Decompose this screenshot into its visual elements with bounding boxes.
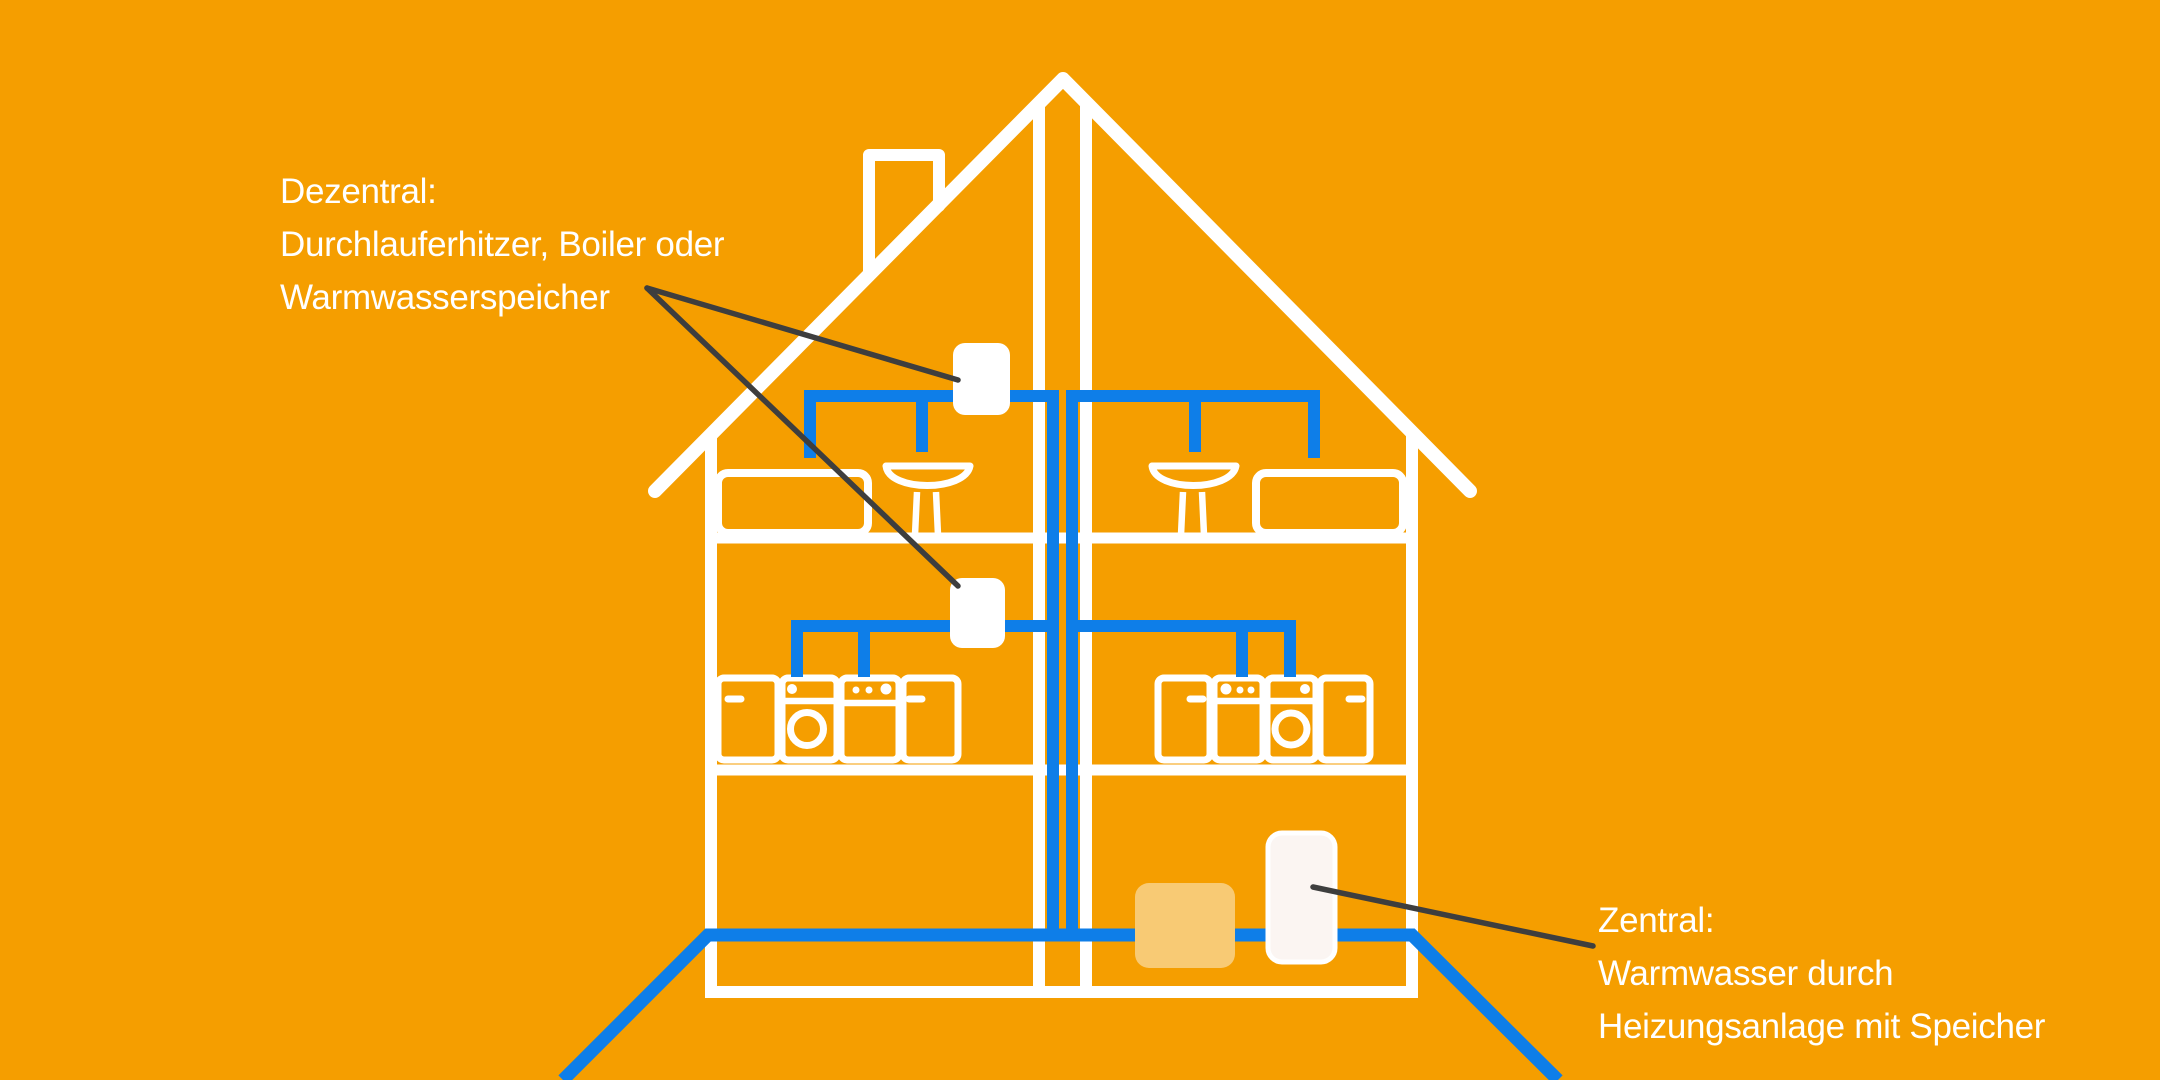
- dezentral-title: Dezentral:: [280, 172, 437, 211]
- pointer-to-middle-heater: [644, 285, 961, 589]
- refrigerator-icon: [714, 674, 782, 764]
- dezentral-label: Dezentral: Durchlauferhitzer, Boiler ode…: [280, 165, 725, 324]
- water-heater-upper-icon: [953, 343, 1010, 415]
- dryer-dot: [852, 686, 860, 694]
- washing-machine-knob: [787, 684, 797, 694]
- pointer-to-upper-heater: [644, 285, 961, 383]
- dryer-dot: [1247, 686, 1255, 694]
- refrigerator-icon: [1154, 674, 1214, 764]
- washing-machine-knob: [1300, 684, 1310, 694]
- dryer-knob: [1220, 683, 1232, 695]
- pedestal-sink-stand-icon: [911, 491, 942, 536]
- washing-machine-icon: [1263, 674, 1320, 764]
- dryer-dot: [1236, 686, 1244, 694]
- water-pipes: [558, 390, 1563, 1080]
- pipe-upper-left-and-riser: [804, 390, 1059, 938]
- pedestal-sink-basin-icon: [882, 462, 974, 489]
- washing-machine-door: [1271, 709, 1311, 749]
- chimney-icon: [863, 149, 945, 282]
- pointer-lines: [644, 285, 1596, 949]
- refrigerator-icon: [1316, 674, 1374, 764]
- central-boiler-icon: [1135, 883, 1235, 968]
- pointer-to-tank: [1310, 884, 1596, 949]
- zentral-title: Zentral:: [1598, 901, 1715, 940]
- zentral-label: Zentral: Warmwasser durch Heizungsanlage…: [1598, 894, 2045, 1053]
- bathtub-icon: [1252, 469, 1407, 537]
- refrigerator-icon: [899, 674, 962, 764]
- house-structure: [648, 72, 1477, 998]
- dezentral-line2: Warmwasserspeicher: [280, 278, 610, 317]
- bathroom-right: [1148, 462, 1407, 537]
- washing-machine-door: [787, 709, 827, 749]
- dryer-icon: [837, 674, 903, 764]
- hot-water-tank-icon: [1265, 830, 1338, 965]
- pipe-middle-left: [791, 620, 1059, 677]
- roof-outline: [648, 72, 1477, 498]
- washing-machine-icon: [778, 674, 841, 764]
- water-units: [950, 343, 1338, 968]
- dryer-icon: [1210, 674, 1267, 764]
- dryer-knob: [880, 683, 892, 695]
- dryer-dot: [865, 686, 873, 694]
- pipe-middle-right: [1066, 620, 1296, 677]
- zentral-line2: Heizungsanlage mit Speicher: [1598, 1007, 2046, 1046]
- pedestal-sink-basin-icon: [1148, 462, 1240, 489]
- laundry-right: [1154, 674, 1374, 764]
- zentral-line1: Warmwasser durch: [1598, 954, 1894, 993]
- dezentral-line1: Durchlauferhitzer, Boiler oder: [280, 225, 725, 264]
- laundry-left: [714, 674, 962, 764]
- pipe-basement-main: [558, 928, 1563, 1080]
- water-heater-middle-icon: [950, 578, 1005, 648]
- pedestal-sink-stand-icon: [1177, 491, 1208, 536]
